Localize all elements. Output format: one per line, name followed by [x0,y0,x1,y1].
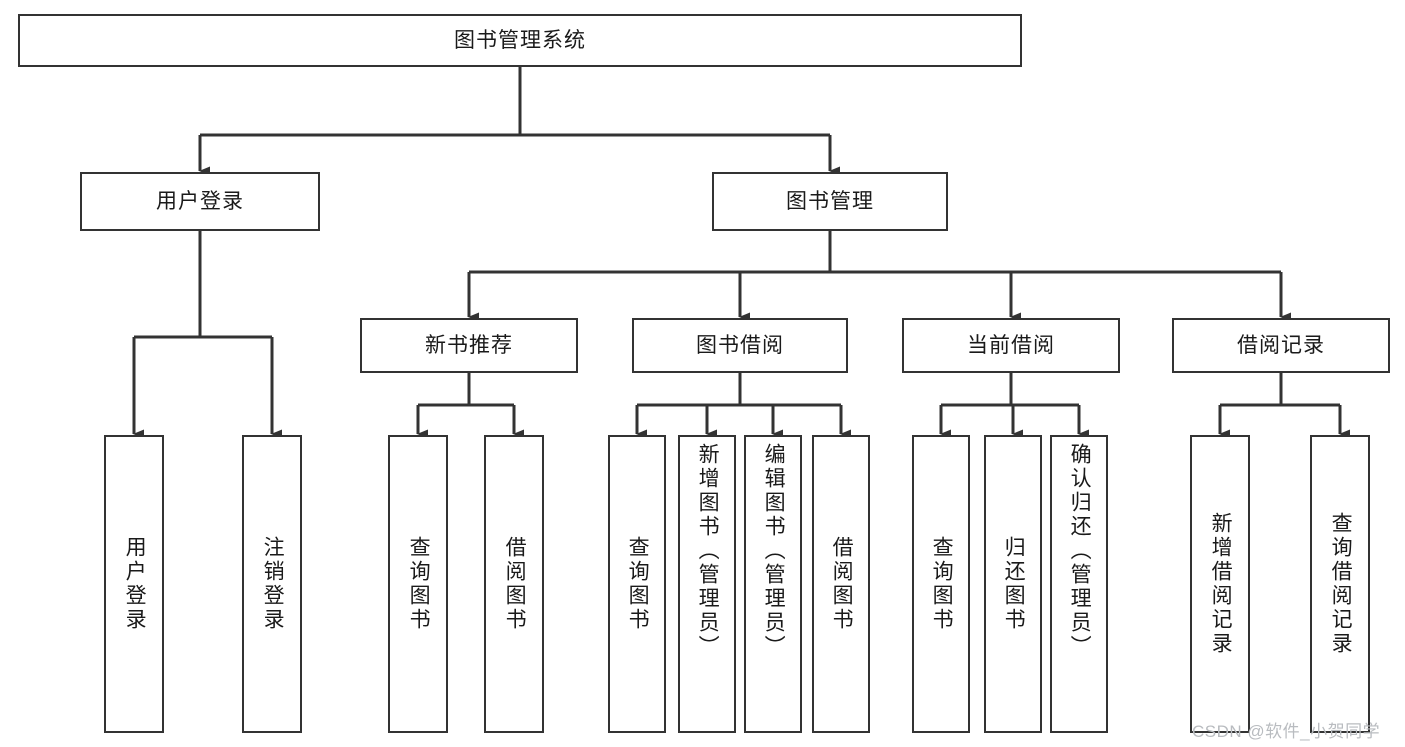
node-新增借阅记录-leaf-11: 新增借阅记录 [1190,435,1250,733]
node-查询图书-leaf-2: 查询图书 [388,435,448,733]
node-用户登录-level2-0: 用户登录 [80,172,320,231]
node-用户登录-leaf-0: 用户登录 [104,435,164,733]
node-当前借阅-level3-2: 当前借阅 [902,318,1120,373]
node-label: 新书推荐 [425,333,513,357]
node-label: 确认归还（管理员） [1068,443,1092,659]
node-label: 图书借阅 [696,333,784,357]
node-图书管理-level2-1: 图书管理 [712,172,948,231]
node-label: 借阅图书 [503,536,527,632]
node-label: 用户登录 [123,536,147,632]
node-图书管理系统-root-0: 图书管理系统 [18,14,1022,67]
node-label: 查询图书 [626,536,650,632]
node-label: 编辑图书（管理员） [762,443,786,659]
node-借阅记录-level3-3: 借阅记录 [1172,318,1390,373]
node-查询图书-leaf-8: 查询图书 [912,435,970,733]
watermark-text: CSDN @软件_小贺同学 [1192,722,1381,741]
node-label: 查询图书 [407,536,431,632]
node-label: 查询图书 [930,536,954,632]
node-label: 注销登录 [261,536,285,632]
node-借阅图书-leaf-7: 借阅图书 [812,435,870,733]
node-label: 当前借阅 [967,333,1055,357]
node-确认归还管理员-leaf-10: 确认归还（管理员） [1050,435,1108,733]
node-label: 新增借阅记录 [1209,512,1233,656]
node-查询图书-leaf-4: 查询图书 [608,435,666,733]
node-查询借阅记录-leaf-12: 查询借阅记录 [1310,435,1370,733]
node-注销登录-leaf-1: 注销登录 [242,435,302,733]
node-新增图书管理员-leaf-5: 新增图书（管理员） [678,435,736,733]
node-label: 查询借阅记录 [1329,512,1353,656]
node-label: 图书管理系统 [454,28,586,52]
node-label: 用户登录 [156,189,244,213]
node-编辑图书管理员-leaf-6: 编辑图书（管理员） [744,435,802,733]
node-label: 图书管理 [786,189,874,213]
node-label: 借阅记录 [1237,333,1325,357]
node-新书推荐-level3-0: 新书推荐 [360,318,578,373]
node-图书借阅-level3-1: 图书借阅 [632,318,848,373]
node-label: 借阅图书 [830,536,854,632]
node-label: 归还图书 [1002,536,1026,632]
node-归还图书-leaf-9: 归还图书 [984,435,1042,733]
node-借阅图书-leaf-3: 借阅图书 [484,435,544,733]
node-label: 新增图书（管理员） [696,443,720,659]
